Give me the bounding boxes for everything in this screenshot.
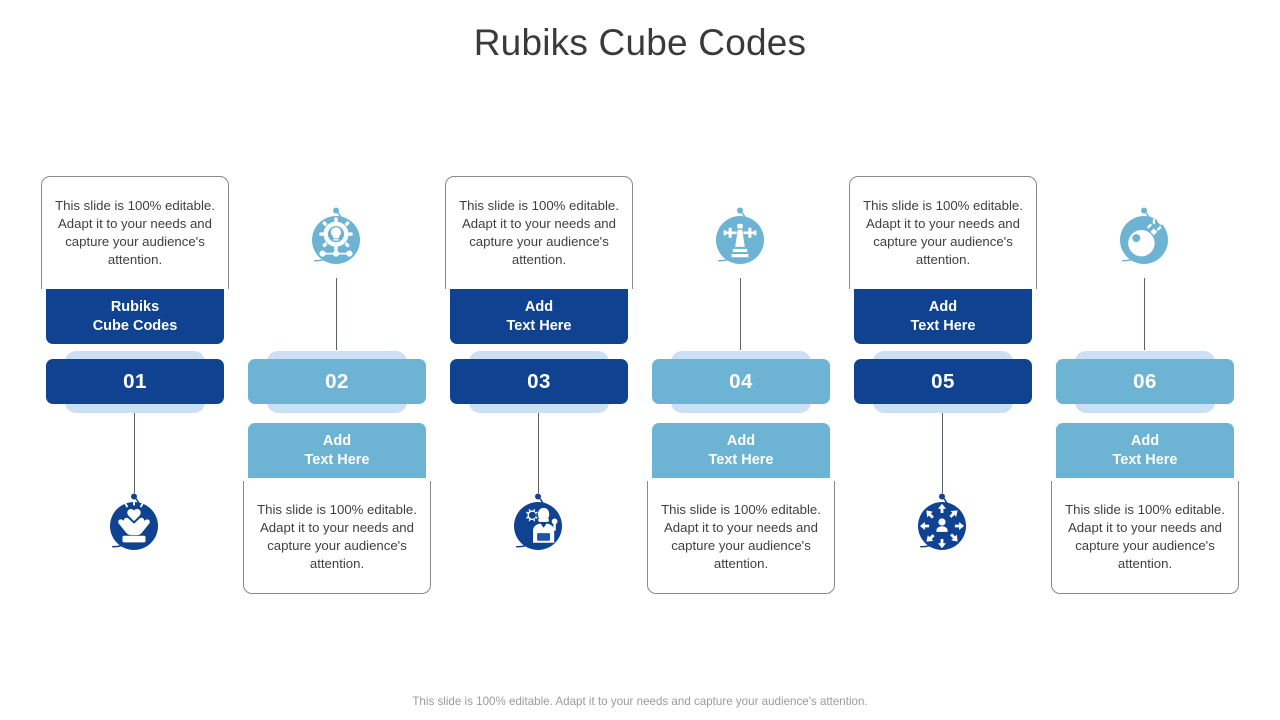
label-line-2: Text Here (708, 451, 774, 468)
column-group: This slide is 100% editable. Adapt it to… (34, 170, 1246, 600)
label-line-2: Text Here (1112, 451, 1178, 468)
connector-line (1144, 278, 1146, 350)
connector-line (538, 413, 540, 493)
label-line-1: Add (524, 298, 554, 315)
label-line-2: Text Here (910, 317, 976, 334)
description-card: This slide is 100% editable. Adapt it to… (445, 176, 633, 289)
description-text: This slide is 100% editable. Adapt it to… (863, 197, 1023, 268)
number-badge-wrap: 04 (640, 351, 842, 413)
label-line-2: Text Here (506, 317, 572, 334)
label-line-1: Add (1130, 432, 1160, 449)
description-card: This slide is 100% editable. Adapt it to… (849, 176, 1037, 289)
number-badge-wrap: 03 (438, 351, 640, 413)
description-card: This slide is 100% editable. Adapt it to… (647, 481, 835, 594)
column-03: This slide is 100% editable. Adapt it to… (438, 170, 640, 600)
gear-lightbulb-icon (300, 204, 372, 276)
description-card: This slide is 100% editable. Adapt it to… (243, 481, 431, 594)
column-01: This slide is 100% editable. Adapt it to… (34, 170, 236, 600)
broadcast-tower-icon (704, 204, 776, 276)
number-badge-wrap: 06 (1044, 351, 1246, 413)
hands-heart-icon (98, 490, 170, 562)
label-line-2: Text Here (304, 451, 370, 468)
label-line-1: Rubiks (110, 298, 160, 315)
number-badge[interactable]: 05 (854, 359, 1032, 404)
description-card: This slide is 100% editable. Adapt it to… (41, 176, 229, 289)
column-05: This slide is 100% editable. Adapt it to… (842, 170, 1044, 600)
connector-line (740, 278, 742, 350)
connector-line (134, 413, 136, 493)
person-expand-arrows-icon (906, 490, 978, 562)
label-line-2: Cube Codes (92, 317, 178, 334)
description-text: This slide is 100% editable. Adapt it to… (257, 501, 417, 572)
label-line-1: Add (726, 432, 756, 449)
technician-gear-icon (502, 490, 574, 562)
description-text: This slide is 100% editable. Adapt it to… (661, 501, 821, 572)
page-title: Rubiks Cube Codes (473, 22, 807, 63)
description-text: This slide is 100% editable. Adapt it to… (1065, 501, 1225, 572)
connector-line (942, 413, 944, 493)
number-badge-wrap: 02 (236, 351, 438, 413)
number-badge[interactable]: 06 (1056, 359, 1234, 404)
footer-note: This slide is 100% editable. Adapt it to… (412, 695, 868, 708)
number-badge[interactable]: 03 (450, 359, 628, 404)
description-text: This slide is 100% editable. Adapt it to… (459, 197, 619, 268)
number-badge[interactable]: 02 (248, 359, 426, 404)
number-badge[interactable]: 04 (652, 359, 830, 404)
number-badge-wrap: 01 (34, 351, 236, 413)
description-card: This slide is 100% editable. Adapt it to… (1051, 481, 1239, 594)
description-text: This slide is 100% editable. Adapt it to… (55, 197, 215, 268)
number-badge[interactable]: 01 (46, 359, 224, 404)
connector-line (336, 278, 338, 350)
label-line-1: Add (322, 432, 352, 449)
column-02: This slide is 100% editable. Adapt it to… (236, 170, 438, 600)
column-06: This slide is 100% editable. Adapt it to… (1044, 170, 1246, 600)
bomb-icon (1108, 204, 1180, 276)
column-04: This slide is 100% editable. Adapt it to… (640, 170, 842, 600)
number-badge-wrap: 05 (842, 351, 1044, 413)
label-line-1: Add (928, 298, 958, 315)
